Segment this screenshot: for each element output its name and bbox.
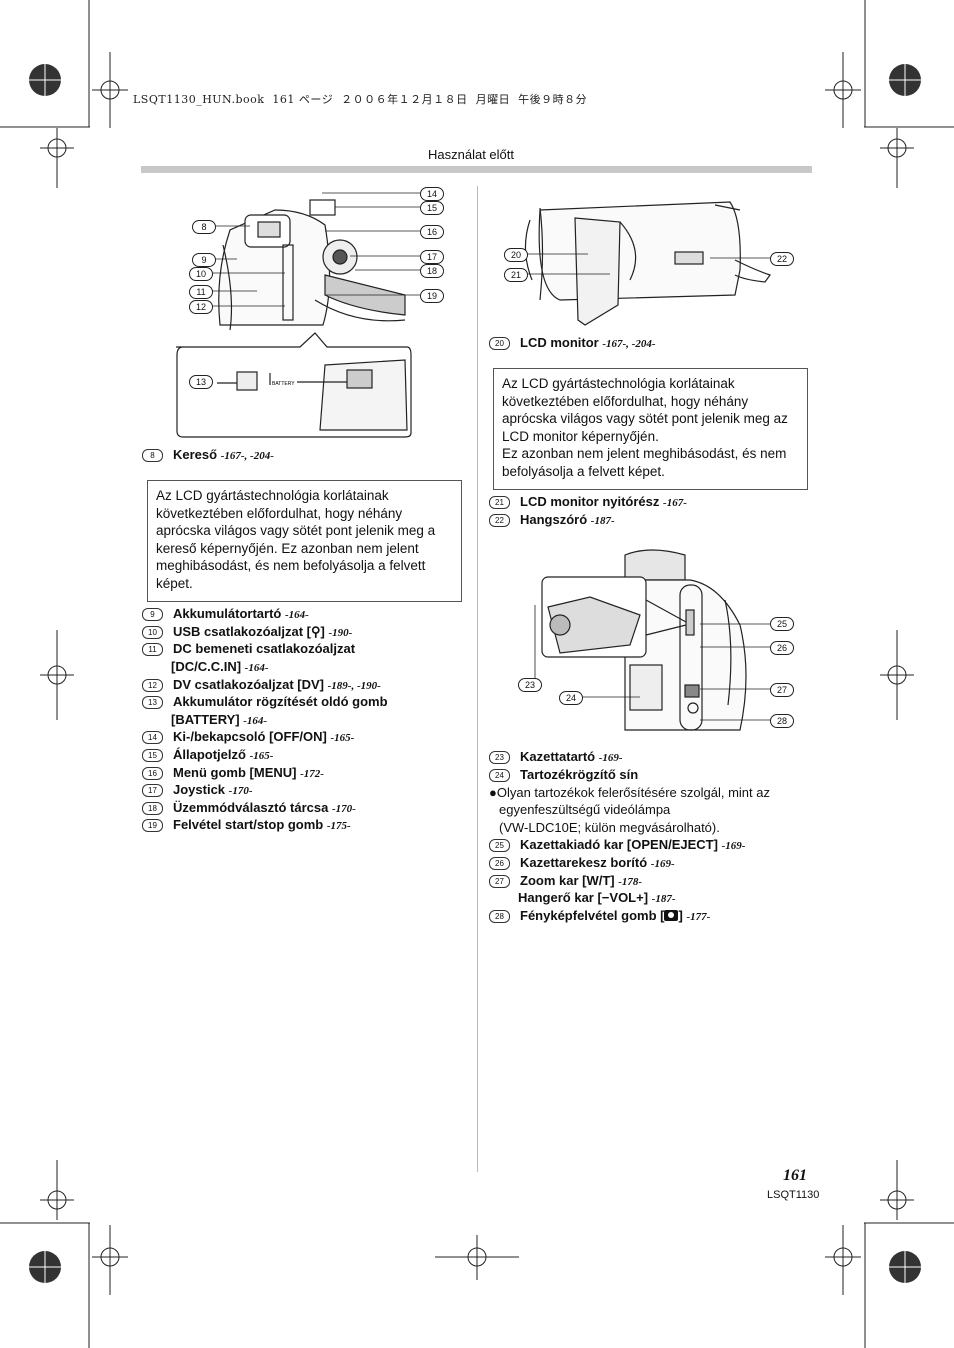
callout-18: 18: [420, 264, 444, 278]
header-rule: [141, 166, 812, 173]
book-header-line: LSQT1130_HUN.book 161 ページ ２００６年１２月１８日 月曜…: [133, 93, 588, 106]
callout-25: 25: [770, 617, 794, 631]
item-number: 8: [142, 449, 163, 463]
callout-15: 15: [420, 201, 444, 215]
item-27-volume: Hangerő kar [−VOL+] -187-: [518, 890, 676, 905]
camera-icon: [664, 910, 679, 921]
camcorder-rear-illustration: BATTERY: [176, 192, 420, 438]
item-8: 8 Kereső -167-, -204-: [142, 446, 274, 465]
callout-27: 27: [770, 683, 794, 697]
callout-14: 14: [420, 187, 444, 201]
callout-23: 23: [518, 678, 542, 692]
callout-12: 12: [189, 300, 213, 314]
callout-26: 26: [770, 641, 794, 655]
section-title: Használat előtt: [428, 147, 514, 162]
callout-11: 11: [189, 285, 213, 299]
callout-24: 24: [559, 691, 583, 705]
callout-13: 13: [189, 375, 213, 389]
battery-inset-label: BATTERY: [272, 381, 295, 387]
callout-8: 8: [192, 220, 216, 234]
callout-19: 19: [420, 289, 444, 303]
document-code: LSQT1130: [767, 1189, 820, 1201]
page-number: 161: [783, 1167, 807, 1184]
viewfinder-note: Az LCD gyártástechnológia korlátainak kö…: [147, 480, 462, 602]
camcorder-side-illustration: [534, 549, 772, 731]
item-24-bullet: ●Olyan tartozékok felerősítésére szolgál…: [489, 785, 770, 800]
callout-10: 10: [189, 267, 213, 281]
callout-28: 28: [770, 714, 794, 728]
column-divider: [477, 186, 478, 1172]
callout-22: 22: [770, 252, 794, 266]
page-ref: -167-, -204-: [220, 450, 274, 462]
callout-17: 17: [420, 250, 444, 264]
item-11-cont: [DC/C.C.IN] -164-: [171, 659, 269, 674]
item-13-cont: [BATTERY] -164-: [171, 712, 268, 727]
callout-9: 9: [192, 253, 216, 267]
item-label: Kereső: [173, 447, 218, 462]
lcd-note: Az LCD gyártástechnológia korlátainak kö…: [493, 368, 808, 490]
item-24-bullet-line2: egyenfeszültségű videólámpa: [499, 802, 671, 817]
camcorder-lcd-illustration: [524, 201, 771, 326]
callout-20: 20: [504, 248, 528, 262]
callout-21: 21: [504, 268, 528, 282]
callout-16: 16: [420, 225, 444, 239]
item-24-bullet-line3: (VW-LDC10E; külön megvásárolható).: [499, 820, 720, 835]
